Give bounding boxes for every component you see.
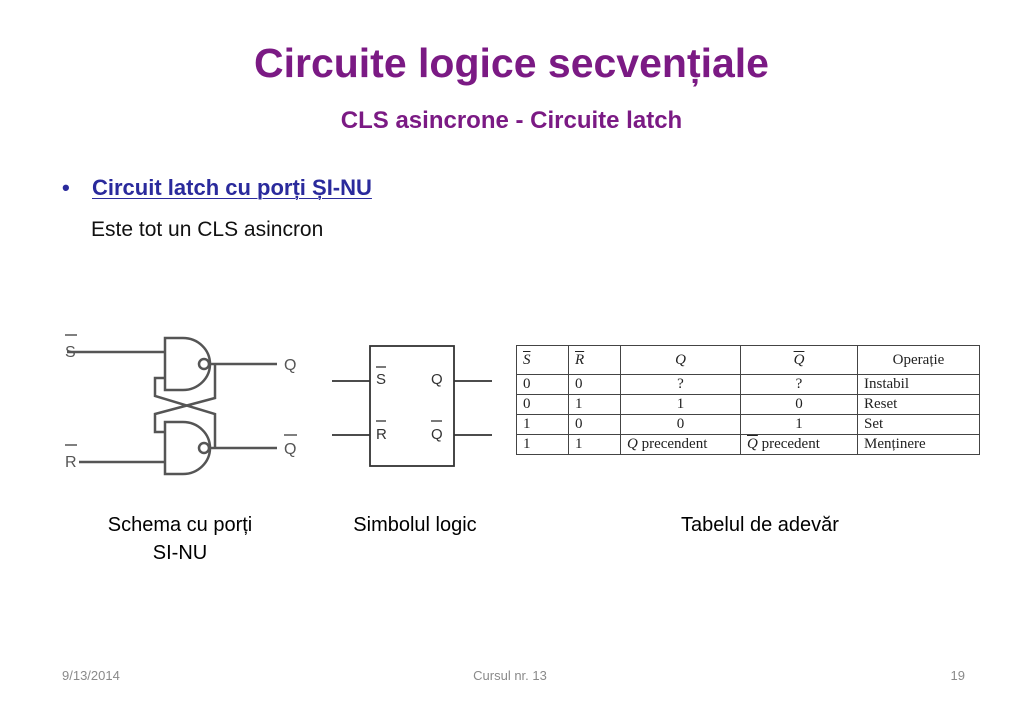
symbol-box xyxy=(369,345,455,467)
header-q: Q xyxy=(620,345,741,375)
bullet-item: • Circuit latch cu porți ȘI-NU xyxy=(62,175,372,201)
nand-latch-schematic: S R Q Q xyxy=(65,334,297,476)
slide-subtitle: CLS asincrone - Circuite latch xyxy=(340,107,683,134)
table-cell: 1 xyxy=(568,434,621,455)
caption-schematic-line1: Schema cu porți xyxy=(107,514,253,536)
nand-gate-top xyxy=(163,336,212,392)
table-cell: Menținere xyxy=(857,434,980,455)
table-cell: Instabil xyxy=(857,374,980,395)
table-cell: 0 xyxy=(516,394,569,415)
symbol-r-label: R xyxy=(376,426,387,443)
caption-schematic: Schema cu porți SI-NU xyxy=(80,511,280,567)
footer-date: 9/13/2014 xyxy=(62,668,120,683)
header-r: R xyxy=(568,345,621,375)
symbol-q-label: Q xyxy=(431,371,443,388)
wire-feedback-q xyxy=(153,364,217,434)
caption-table: Tabelul de adevăr xyxy=(681,514,839,536)
nand-gate-bottom xyxy=(163,420,212,476)
truth-table: S R Q Q Operație 0 0 ? ? Instabil 0 1 1 … xyxy=(516,345,980,455)
bullet-subtext: Este tot un CLS asincron xyxy=(91,218,324,241)
wire-feedback-qbar xyxy=(153,376,217,448)
table-cell: ? xyxy=(620,374,741,395)
table-row: 0 0 ? ? Instabil xyxy=(516,374,980,395)
header-operation: Operație xyxy=(857,345,980,375)
table-cell: Q precendent xyxy=(620,434,741,455)
table-cell: 0 xyxy=(740,394,858,415)
schematic-s-label: S xyxy=(65,344,76,361)
latch-logic-symbol: S R Q Q xyxy=(332,345,492,467)
table-cell: 0 xyxy=(568,374,621,395)
table-cell: 1 xyxy=(740,414,858,435)
symbol-s-label: S xyxy=(376,371,386,388)
table-cell: Set xyxy=(857,414,980,435)
symbol-qbar-label: Q xyxy=(431,426,443,443)
footer-course: Cursul nr. 13 xyxy=(473,668,547,683)
table-cell: 1 xyxy=(516,434,569,455)
schematic-q-label: Q xyxy=(284,357,296,374)
slide-title: Circuite logice secvențiale xyxy=(253,40,769,86)
table-cell: ? xyxy=(740,374,858,395)
table-row: 1 0 0 1 Set xyxy=(516,414,980,435)
header-s: S xyxy=(516,345,569,375)
truth-table-header: S R Q Q Operație xyxy=(516,345,980,375)
caption-symbol: Simbolul logic xyxy=(353,514,477,536)
bullet-text: Circuit latch cu porți ȘI-NU xyxy=(92,175,372,200)
table-cell: 1 xyxy=(568,394,621,415)
table-cell: 1 xyxy=(516,414,569,435)
schematic-qbar-label: Q xyxy=(284,441,296,458)
bullet-marker: • xyxy=(62,175,70,200)
caption-schematic-line2: SI-NU xyxy=(152,542,208,564)
table-cell: 0 xyxy=(516,374,569,395)
table-cell: Q precedent xyxy=(740,434,858,455)
footer-page-number: 19 xyxy=(950,668,965,683)
table-row: 0 1 1 0 Reset xyxy=(516,394,980,415)
table-cell: 1 xyxy=(620,394,741,415)
schematic-r-label: R xyxy=(65,454,77,471)
table-cell: Reset xyxy=(857,394,980,415)
table-row: 1 1 Q precendent Q precedent Menținere xyxy=(516,434,980,455)
table-cell: 0 xyxy=(620,414,741,435)
header-qbar: Q xyxy=(740,345,858,375)
table-cell: 0 xyxy=(568,414,621,435)
inversion-bubble-top xyxy=(197,357,211,371)
inversion-bubble-bottom xyxy=(197,441,211,455)
